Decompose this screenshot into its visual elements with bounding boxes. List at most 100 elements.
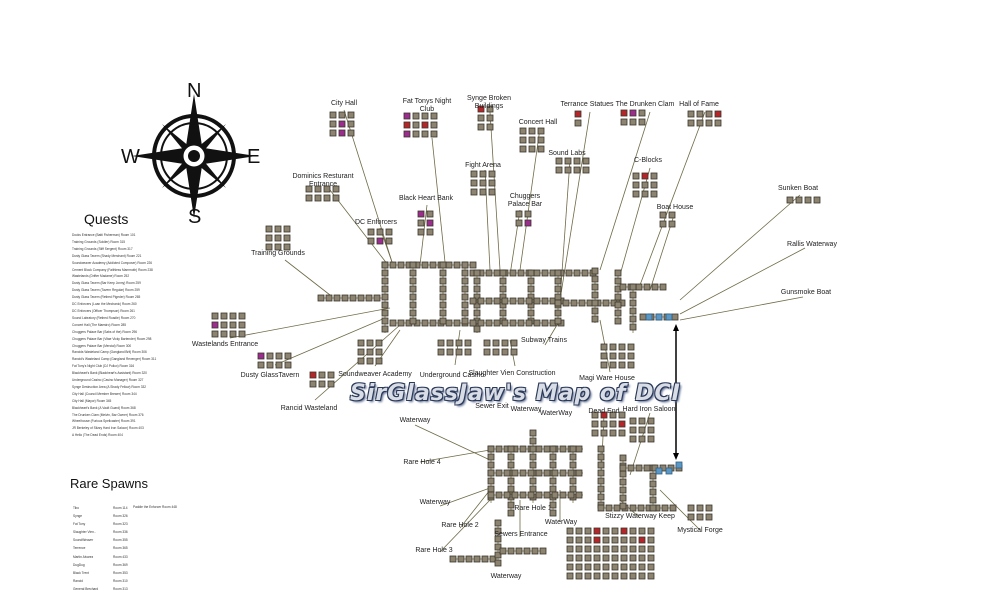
room-tile [795, 196, 803, 204]
map-line [329, 189, 389, 266]
room-tile [446, 348, 454, 356]
room-tile [549, 509, 557, 517]
room-tile [284, 361, 292, 369]
room-tile [529, 445, 537, 453]
room-tile [614, 277, 622, 285]
room-tile [266, 352, 274, 360]
label-mystical-forge: Mystical Forge [677, 527, 723, 534]
room-tile [543, 445, 551, 453]
room-tile [541, 269, 549, 277]
room-tile [523, 547, 531, 555]
room-tile [494, 559, 502, 567]
room-tile [487, 491, 495, 499]
room-tile [813, 196, 821, 204]
room-tile [549, 501, 557, 509]
room-tile [629, 435, 637, 443]
room-tile [519, 127, 527, 135]
label-training-grounds: Training Grounds [251, 250, 305, 257]
room-tile [786, 196, 794, 204]
room-tile [421, 130, 429, 138]
label-fight-arena: Fight Arena [465, 162, 501, 169]
room-tile [220, 330, 228, 338]
label-sunken-boat: Sunken Boat [777, 185, 819, 192]
label-synge: Synge Broken Buildings [467, 95, 511, 110]
room-tile [229, 330, 237, 338]
room-tile [461, 269, 469, 277]
room-tile [618, 361, 626, 369]
label-wastelands-entrance: Wastelands Entrance [191, 341, 259, 348]
label-slaughter-vien: Slaughter Vien Construction [468, 370, 556, 377]
room-tile [527, 269, 535, 277]
room-tile [804, 196, 812, 204]
room-tile [575, 563, 583, 571]
room-tile [605, 504, 613, 512]
label-waterway-1: Waterway [510, 406, 542, 413]
room-tile [600, 420, 608, 428]
room-tile [493, 297, 501, 305]
room-tile [284, 352, 292, 360]
room-tile [318, 380, 326, 388]
room-tile [483, 348, 491, 356]
room-tile [649, 472, 657, 480]
room-tile [509, 319, 517, 327]
room-tile [566, 572, 574, 580]
room-tile [618, 429, 626, 437]
quest-item: Dusty Glass Tavern (Shady Merchant) Room… [72, 253, 142, 258]
room-tile [515, 219, 523, 227]
room-tile [283, 234, 291, 242]
room-tile [437, 348, 445, 356]
room-tile [507, 485, 515, 493]
rare-spawn-room: Room 353 [113, 570, 128, 575]
room-tile [629, 283, 637, 291]
room-tile [620, 554, 628, 562]
quest-item: Dusty Glass Tavern (Bar Keep Jonny) Room… [72, 281, 141, 286]
room-tile [417, 219, 425, 227]
room-tile [620, 118, 628, 126]
room-tile [357, 294, 365, 302]
room-tile [549, 461, 557, 469]
quest-item: DC Enforcers (Officer Thompson) Room 261 [72, 308, 135, 313]
room-tile [597, 461, 605, 469]
room-tile [283, 243, 291, 251]
room-tile [493, 319, 501, 327]
room-tile [486, 114, 494, 122]
room-tile [461, 261, 469, 269]
compass-rose-icon [132, 94, 256, 218]
room-tile [597, 485, 605, 493]
room-tile [347, 111, 355, 119]
room-tile [569, 477, 577, 485]
room-tile [333, 294, 341, 302]
room-tile [564, 157, 572, 165]
room-tile [535, 469, 543, 477]
water-room-tile [655, 313, 663, 321]
map-line [679, 296, 804, 321]
room-tile [461, 293, 469, 301]
room-tile [220, 312, 228, 320]
quest-item: Soundweaver Academy (Addicted Composer) … [72, 260, 153, 265]
room-tile [473, 285, 481, 293]
room-tile [525, 319, 533, 327]
room-tile [274, 225, 282, 233]
room-tile [638, 109, 646, 117]
rare-spawn-room: Room 369 [113, 562, 128, 567]
room-tile [569, 445, 577, 453]
arrow-up-icon [673, 324, 679, 331]
room-tile [619, 283, 627, 291]
room-tile [430, 130, 438, 138]
map-line [484, 169, 491, 271]
room-tile [275, 352, 283, 360]
label-concert-hall: Concert Hall [518, 119, 558, 126]
room-tile [650, 190, 658, 198]
map-line [559, 159, 571, 301]
room-tile [381, 309, 389, 317]
label-sewer-exit: Sewer Exit [475, 403, 509, 410]
room-tile [439, 293, 447, 301]
room-tile [477, 105, 485, 113]
room-tile [421, 112, 429, 120]
room-tile [597, 445, 605, 453]
room-tile [564, 166, 572, 174]
